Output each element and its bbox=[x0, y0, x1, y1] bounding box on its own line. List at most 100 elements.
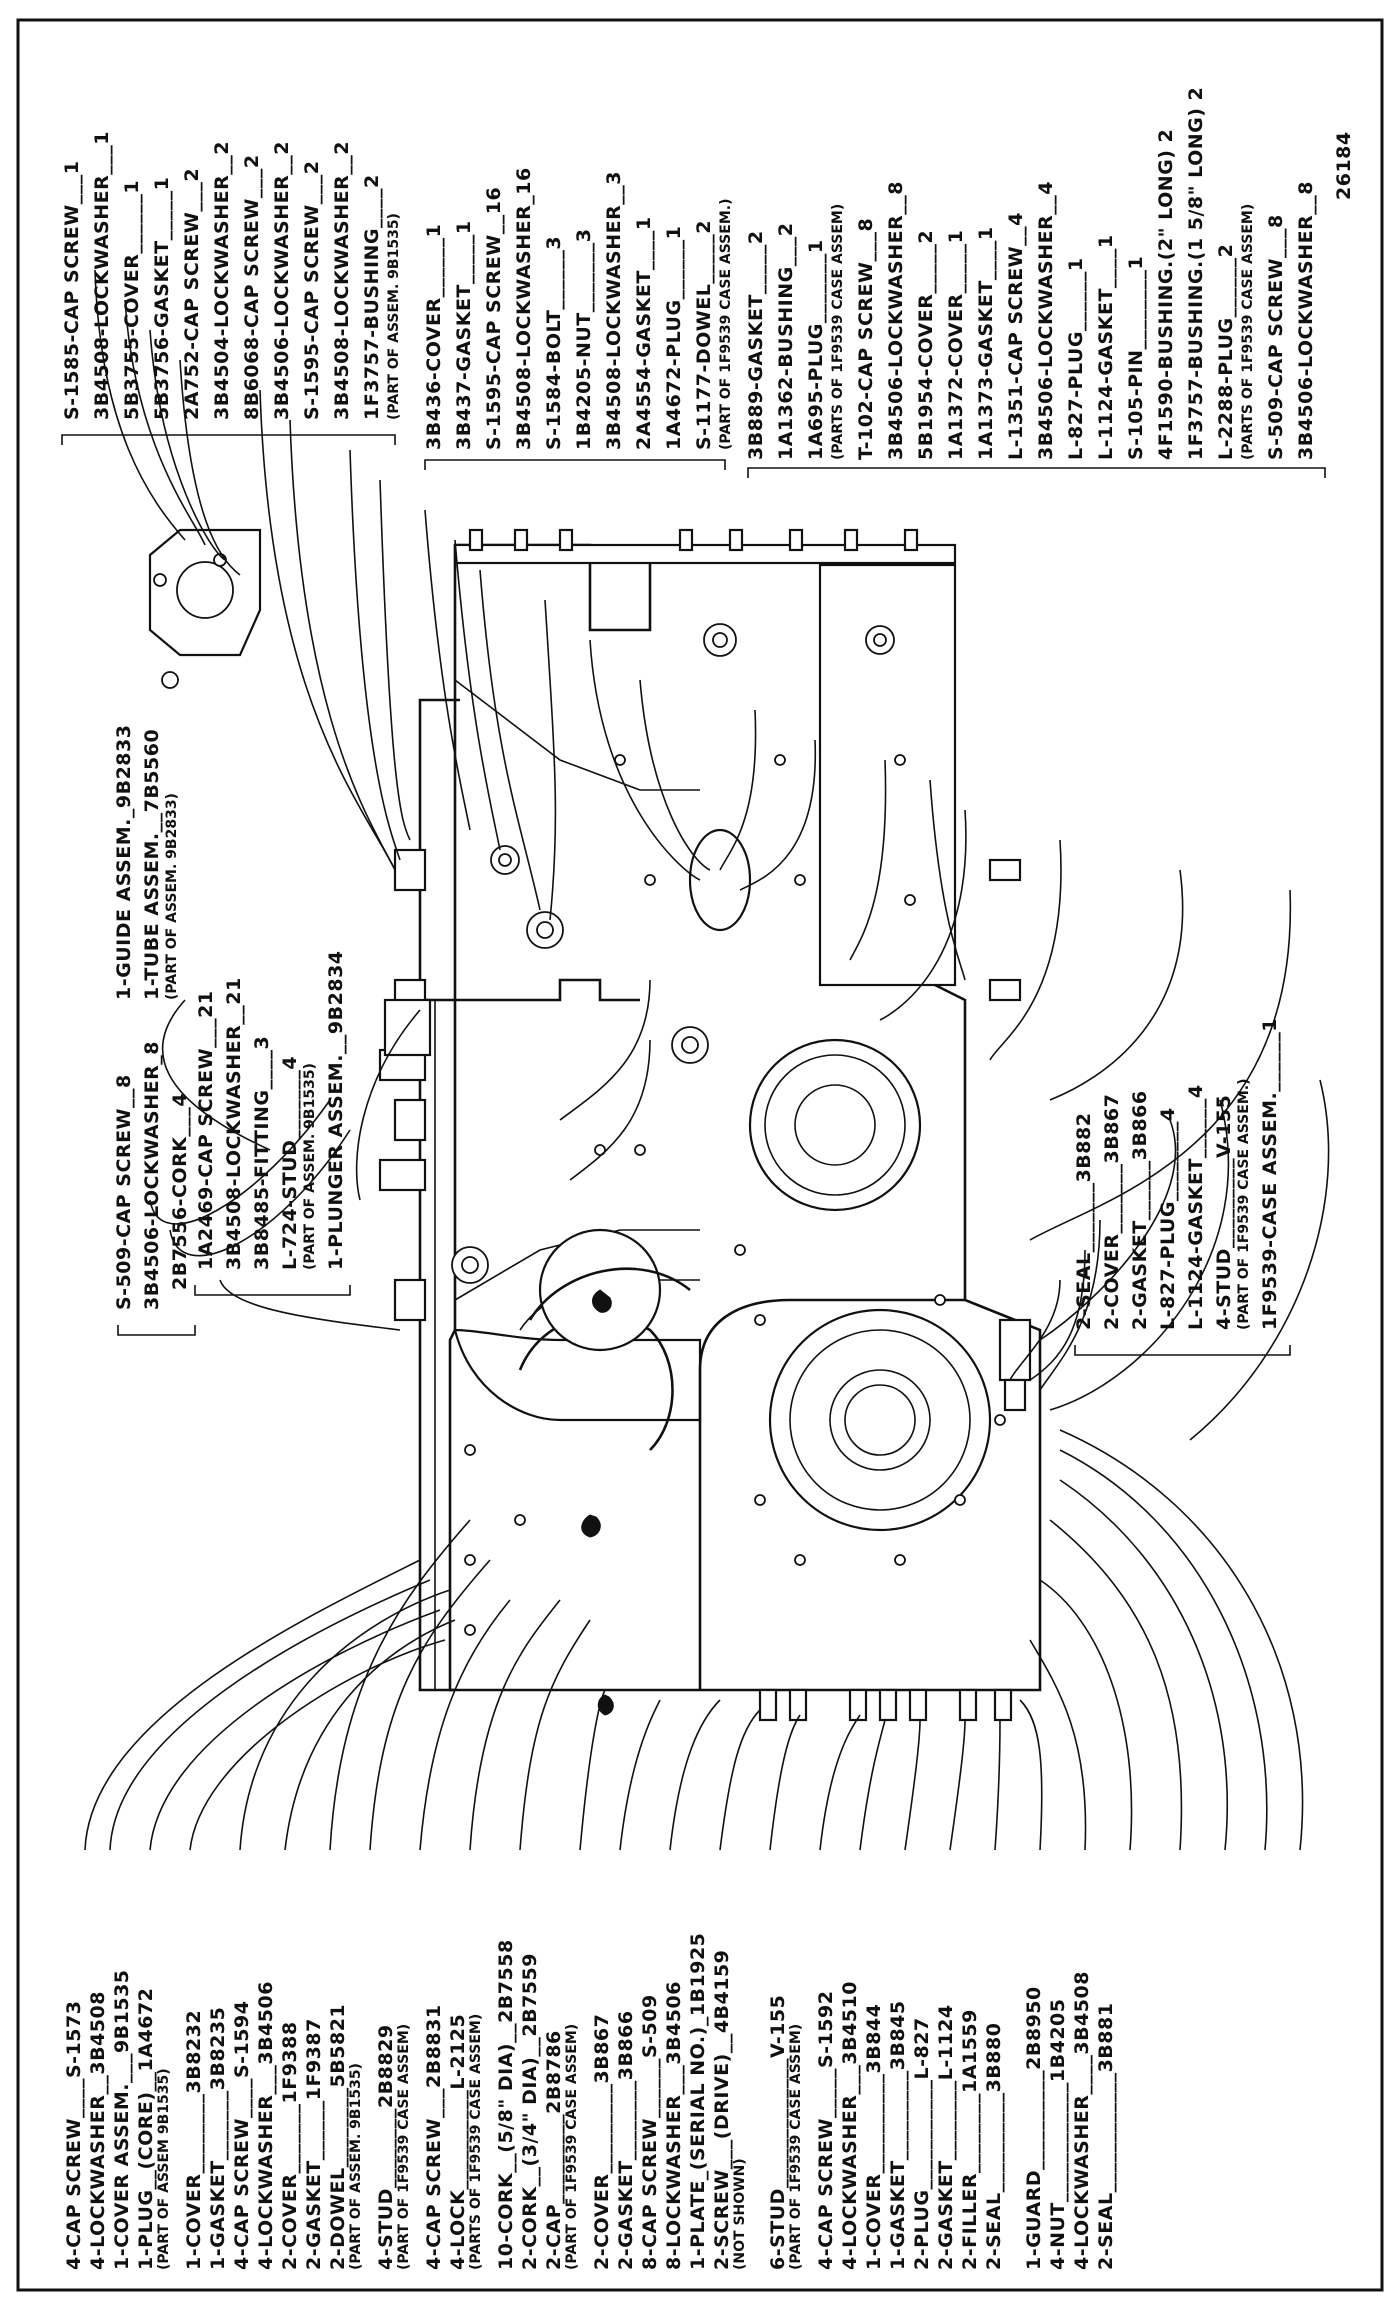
part-label: 3B8485-FITTING____3 bbox=[251, 1036, 273, 1270]
svg-text:2-SEAL__________3B880: 2-SEAL__________3B880 bbox=[983, 2023, 1005, 2270]
part-label-note: (PARTS OF 1F9539 CASE ASSEM) bbox=[830, 204, 846, 460]
svg-text:1-PLATE_(SERIAL NO.)_1B1925: 1-PLATE_(SERIAL NO.)_1B1925 bbox=[687, 1933, 709, 2270]
svg-text:S-1595-CAP SCREW___2: S-1595-CAP SCREW___2 bbox=[301, 161, 323, 420]
svg-text:4-CAP SCREW_____S-1592: 4-CAP SCREW_____S-1592 bbox=[815, 1991, 837, 2270]
svg-text:S-105-PIN________1: S-105-PIN________1 bbox=[1125, 256, 1147, 460]
svg-text:(PART OF 1F9539 CASE ASSEM.): (PART OF 1F9539 CASE ASSEM.) bbox=[718, 199, 734, 450]
svg-text:S-1584-BOLT______3: S-1584-BOLT______3 bbox=[543, 236, 565, 450]
svg-text:1A1362-BUSHING___2: 1A1362-BUSHING___2 bbox=[775, 223, 797, 460]
bottom-labels: 4-CAP SCREW____S-1573 4-LOCKWASHER__3B45… bbox=[63, 1933, 1117, 2270]
part-label: 3B4506-LOCKWASHER__8 bbox=[1295, 181, 1317, 460]
flange-bolts bbox=[468, 528, 919, 552]
svg-text:26184: 26184 bbox=[1333, 131, 1355, 200]
svg-text:3B4506-LOCKWASHER__8: 3B4506-LOCKWASHER__8 bbox=[1295, 181, 1317, 460]
svg-text:4-CAP SCREW___2B8831: 4-CAP SCREW___2B8831 bbox=[423, 2004, 445, 2270]
part-label: 2-GASKET________3B866 bbox=[615, 2010, 637, 2270]
svg-text:3B437-GASKET_____1: 3B437-GASKET_____1 bbox=[453, 220, 475, 450]
svg-text:4-CAP SCREW____S-1573: 4-CAP SCREW____S-1573 bbox=[63, 2001, 85, 2270]
svg-text:L-827-PLUG________4: L-827-PLUG________4 bbox=[1157, 1107, 1179, 1330]
svg-text:1-PLUNGER ASSEM.__9B2834: 1-PLUNGER ASSEM.__9B2834 bbox=[325, 950, 347, 1270]
svg-text:(PART OF 1F9539 CASE ASSEM.): (PART OF 1F9539 CASE ASSEM.) bbox=[1236, 1079, 1252, 1330]
svg-text:2A752-CAP SCREW___2: 2A752-CAP SCREW___2 bbox=[181, 168, 203, 420]
svg-text:(PART OF ASSEM. 9B1535): (PART OF ASSEM. 9B1535) bbox=[348, 2063, 364, 2270]
part-label: 1B4205-NUT_______3 bbox=[573, 229, 595, 450]
svg-text:1-PLUG__(CORE)__1A4672: 1-PLUG__(CORE)__1A4672 bbox=[135, 1988, 157, 2270]
part-label-note: (PART OF ASSEM. 9B1535) bbox=[348, 2063, 364, 2270]
top-column-c-labels: 3B889-GASKET_____2 1A1362-BUSHING___2 1A… bbox=[745, 87, 1355, 460]
svg-text:S-1595-CAP SCREW__16: S-1595-CAP SCREW__16 bbox=[483, 187, 505, 450]
svg-text:5B3755-COVER______1: 5B3755-COVER______1 bbox=[121, 180, 143, 420]
part-label-note: (PART OF ASSEM 9B1535) bbox=[156, 2068, 172, 2270]
part-label: 1F3757-BUSHING____2 bbox=[361, 174, 383, 420]
svg-text:(PARTS OF 1F9539 CASE ASSEM): (PARTS OF 1F9539 CASE ASSEM) bbox=[830, 204, 846, 460]
svg-text:1-GUIDE ASSEM._9B2833: 1-GUIDE ASSEM._9B2833 bbox=[113, 725, 135, 1000]
svg-text:2-SEAL____________3B881: 2-SEAL____________3B881 bbox=[1095, 2003, 1117, 2270]
part-label: 3B4506-LOCKWASHER__8 bbox=[885, 181, 907, 460]
part-label: S-1584-BOLT______3 bbox=[543, 236, 565, 450]
svg-text:L-724-STUD_______4: L-724-STUD_______4 bbox=[279, 1056, 301, 1270]
part-label: 3B437-GASKET_____1 bbox=[453, 220, 475, 450]
part-label: 3B4508-LOCKWASHER__3 bbox=[603, 171, 625, 450]
part-label: T-102-CAP SCREW___8 bbox=[855, 218, 877, 460]
part-label: 5B3756-GASKET_____1 bbox=[151, 177, 173, 420]
part-label: 4-STUD_________V-155 bbox=[1213, 1095, 1235, 1330]
svg-text:3B4506-LOCKWASHER_8: 3B4506-LOCKWASHER_8 bbox=[141, 1041, 163, 1310]
part-label-note: (PART OF ASSEM. 9B1535) bbox=[386, 213, 402, 420]
top-column-a-labels: S-1585-CAP SCREW___1 3B4508-LOCKWASHER__… bbox=[61, 131, 402, 420]
svg-text:S-1177-DOWEL_____2: S-1177-DOWEL_____2 bbox=[693, 220, 715, 450]
part-label: 4-LOCKWASHER___3B4510 bbox=[839, 1981, 861, 2270]
part-label: 2-COVER_______3B867 bbox=[1101, 1094, 1123, 1330]
part-label: 5B3755-COVER______1 bbox=[121, 180, 143, 420]
part-label: S-1595-CAP SCREW__16 bbox=[483, 187, 505, 450]
svg-text:1-GUARD__________2B8950: 1-GUARD__________2B8950 bbox=[1023, 1986, 1045, 2270]
middle-upper-labels: S-509-CAP SCREW__8 3B4506-LOCKWASHER_8 2… bbox=[113, 725, 347, 1310]
part-label: L-724-STUD_______4 bbox=[279, 1056, 301, 1270]
top-column-b-labels: 3B436-COVER______1 3B437-GASKET_____1 S-… bbox=[423, 167, 734, 450]
svg-text:4F1590-BUSHING.(2" LONG) 2: 4F1590-BUSHING.(2" LONG) 2 bbox=[1155, 129, 1177, 460]
part-label: 2-FILLER________1A1559 bbox=[959, 2009, 981, 2270]
svg-text:1F3757-BUSHING.(1 5/8" LONG) 2: 1F3757-BUSHING.(1 5/8" LONG) 2 bbox=[1185, 87, 1207, 460]
part-label: 4-LOCKWASHER___3B4506 bbox=[255, 1981, 277, 2270]
svg-text:1A1373-GASKET____1: 1A1373-GASKET____1 bbox=[975, 226, 997, 460]
svg-text:2-COVER_______1F9388: 2-COVER_______1F9388 bbox=[279, 2021, 301, 2270]
part-label: 4-CAP SCREW_____S-1592 bbox=[815, 1991, 837, 2270]
part-label: 4-LOCKWASHER__3B4508 bbox=[87, 1991, 109, 2270]
svg-text:5B3756-GASKET_____1: 5B3756-GASKET_____1 bbox=[151, 177, 173, 420]
svg-text:8-LOCKWASHER___3B4506: 8-LOCKWASHER___3B4506 bbox=[663, 1981, 685, 2270]
svg-text:T-102-CAP SCREW___8: T-102-CAP SCREW___8 bbox=[855, 218, 877, 460]
part-label: L-1124-GASKET____1 bbox=[1095, 234, 1117, 460]
svg-text:2-DOWEL________5B5821: 2-DOWEL________5B5821 bbox=[327, 2004, 349, 2270]
part-label: 1-GUIDE ASSEM._9B2833 bbox=[113, 725, 135, 1000]
part-label: 1F3757-BUSHING.(1 5/8" LONG) 2 bbox=[1185, 87, 1207, 460]
svg-text:(PART OF 1F9539 CASE ASSEM): (PART OF 1F9539 CASE ASSEM) bbox=[396, 2024, 412, 2270]
part-label: 1-GUARD__________2B8950 bbox=[1023, 1986, 1045, 2270]
svg-text:1-TUBE ASSEM.__7B5560: 1-TUBE ASSEM.__7B5560 bbox=[141, 729, 163, 1000]
svg-text:(PART OF 1F9539 CASE ASSEM): (PART OF 1F9539 CASE ASSEM) bbox=[564, 2024, 580, 2270]
svg-text:2-SEAL_______3B882: 2-SEAL_______3B882 bbox=[1073, 1113, 1095, 1330]
part-label: 8-LOCKWASHER___3B4506 bbox=[663, 1981, 685, 2270]
part-label: 2-GASKET________L-1124 bbox=[935, 2004, 957, 2270]
part-label: 1-TUBE ASSEM.__7B5560 bbox=[141, 729, 163, 1000]
svg-text:L-2288-PLUG______2: L-2288-PLUG______2 bbox=[1215, 244, 1237, 460]
svg-text:10-CORK__(5/8" DIA)__2B7558: 10-CORK__(5/8" DIA)__2B7558 bbox=[495, 1939, 517, 2270]
part-label: 1-PLATE_(SERIAL NO.)_1B1925 bbox=[687, 1933, 709, 2270]
part-label: 2-CAP_________2B8786 bbox=[543, 2030, 565, 2270]
part-label: 4-LOCK__________L-2125 bbox=[447, 2014, 469, 2270]
part-label: 3B4508-LOCKWASHER__21 bbox=[223, 977, 245, 1270]
part-label: 2-CORK__(3/4" DIA)__2B7559 bbox=[519, 1953, 541, 2270]
part-label: L-1124-GASKET______4 bbox=[1185, 1084, 1207, 1330]
part-label: 1A1362-BUSHING___2 bbox=[775, 223, 797, 460]
svg-text:3B4506-LOCKWASHER__8: 3B4506-LOCKWASHER__8 bbox=[885, 181, 907, 460]
svg-text:8-CAP SCREW______S-509: 8-CAP SCREW______S-509 bbox=[639, 1994, 661, 2270]
part-label: 4-LOCKWASHER____3B4508 bbox=[1071, 1971, 1093, 2270]
svg-text:1A2469-CAP SCREW___21: 1A2469-CAP SCREW___21 bbox=[195, 990, 217, 1270]
svg-text:2A4554-GASKET____1: 2A4554-GASKET____1 bbox=[633, 216, 655, 450]
part-label: 1A1372-COVER_____1 bbox=[945, 230, 967, 460]
part-label: L-1351-CAP SCREW__4 bbox=[1005, 212, 1027, 460]
svg-text:(PART OF 1F9539 CASE ASSEM): (PART OF 1F9539 CASE ASSEM) bbox=[788, 2024, 804, 2270]
part-label-note: (NOT SHOWN) bbox=[732, 2158, 748, 2270]
bolt-holes bbox=[464, 754, 1006, 1636]
svg-text:1F3757-BUSHING____2: 1F3757-BUSHING____2 bbox=[361, 174, 383, 420]
part-label: S-509-CAP SCREW__8 bbox=[113, 1074, 135, 1310]
part-label: 2-COVER_________3B867 bbox=[591, 2014, 613, 2270]
